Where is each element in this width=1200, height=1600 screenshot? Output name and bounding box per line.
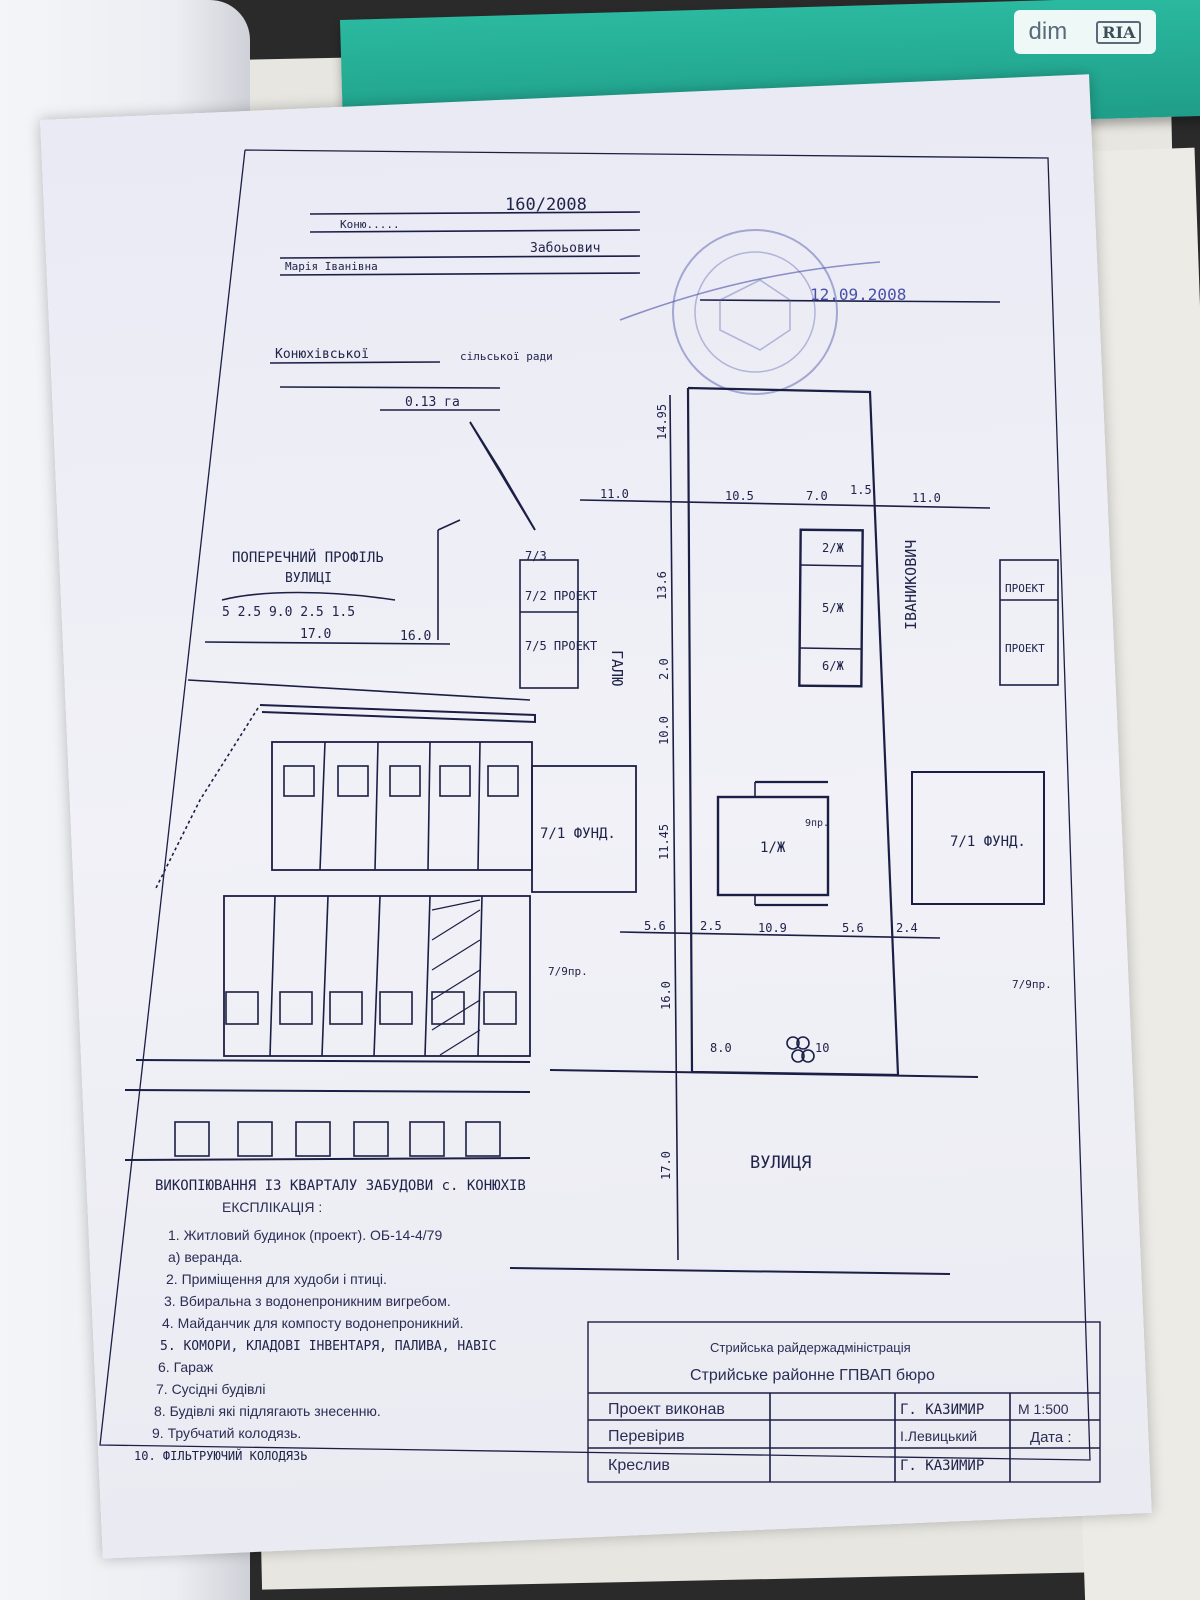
projection-1: 7/2 ПРОЕКТ [525, 589, 597, 603]
main-building-label: 1/Ж [760, 840, 786, 856]
foundation-right: 7/1 ФУНД. [950, 834, 1026, 850]
profile-dims: 5 2.5 9.0 2.5 1.5 [222, 605, 355, 620]
approval-date: 12.09.2008 [810, 285, 906, 304]
council-name: Конюхівської [275, 347, 369, 362]
marker-right: 7/9пр. [1012, 978, 1052, 991]
dim-side: 11.45 [657, 824, 671, 860]
projection-3: 7/3 [525, 549, 547, 563]
building-label: 6/Ж [822, 659, 844, 673]
org-name: Стрийська райдержадміністрація [710, 1340, 911, 1355]
explication-item: а) веранда. [168, 1249, 243, 1265]
date-label: Дата : [1030, 1429, 1072, 1446]
dim-bottom: 5.6 [842, 921, 864, 935]
owner-name-1: Коню..... [340, 218, 400, 231]
scale-label: М 1:500 [1018, 1401, 1069, 1417]
neighbor-left: ГАЛЮ [608, 650, 626, 686]
wells-label: 10 [815, 1041, 829, 1055]
dim-bottom: 2.4 [896, 921, 918, 935]
profile-total-2: 16.0 [400, 629, 431, 644]
plot-number: 160/2008 [505, 195, 587, 215]
bureau-name: Стрийське районне ГПВАП бюро [690, 1367, 935, 1384]
block-title: ВИКОПІЮВАННЯ ІЗ КВАРТАЛУ ЗАБУДОВИ с. КОН… [155, 1178, 526, 1194]
explication-item: 9. Трубчатий колодязь. [152, 1425, 301, 1441]
dimria-logo: dim RIA [1014, 10, 1156, 54]
dim-logo-text: dim [1028, 18, 1068, 45]
explication-item: 5. КОМОРИ, КЛАДОВІ ІНВЕНТАРЯ, ПАЛИВА, НА… [160, 1339, 497, 1354]
explication-item: 6. Гараж [158, 1359, 214, 1375]
dim-side: 17.0 [659, 1151, 673, 1180]
title-person: І.Левицький [900, 1428, 977, 1444]
dim-top: 7.0 [806, 489, 828, 503]
projection-right-2: ПРОЕКТ [1005, 642, 1045, 655]
dim-side: 13.6 [655, 571, 669, 600]
explication-item: 4. Майданчик для компосту водонепроникни… [162, 1315, 463, 1331]
explication-item: 2. Приміщення для худоби і птиці. [166, 1271, 387, 1287]
dim-bottom: 2.5 [700, 919, 722, 933]
dim-top: 11.0 [912, 491, 941, 505]
dim-top: 10.5 [725, 489, 754, 503]
dim-side: 10.0 [657, 716, 671, 745]
explication-item: 7. Сусідні будівлі [156, 1381, 265, 1397]
dim-bottom: 10.9 [758, 921, 787, 935]
profile-title: ПОПЕРЕЧНИЙ ПРОФІЛЬ [232, 548, 384, 566]
well-label: 9пр. [805, 818, 829, 829]
title-person: Г. КАЗИМИР [900, 1402, 984, 1418]
foundation-left: 7/1 ФУНД. [540, 826, 616, 842]
dim-side: 16.0 [659, 981, 673, 1010]
dim-side: 2.0 [657, 658, 671, 680]
explication-item: 10. ФІЛЬТРУЮЧИЙ КОЛОДЯЗЬ [134, 1448, 307, 1463]
title-person: Г. КАЗИМИР [900, 1458, 984, 1474]
explication-item: 3. Вбиральна з водонепроникним вигребом. [164, 1293, 451, 1309]
explication-item: 8. Будівлі які підлягають знесенню. [154, 1403, 381, 1419]
title-role: Проект виконав [608, 1401, 725, 1418]
dim-top: 11.0 [600, 487, 629, 501]
plot-area: 0.13 га [405, 395, 460, 410]
projection-2: 7/5 ПРОЕКТ [525, 639, 597, 653]
dim-plot-bottom: 8.0 [710, 1041, 732, 1055]
dim-bottom: 5.6 [644, 919, 666, 933]
ria-logo-text: RIA [1096, 20, 1142, 44]
dim-top: 1.5 [850, 483, 872, 497]
title-role: Креслив [608, 1457, 670, 1474]
council-suffix: сільської ради [460, 350, 553, 363]
building-label: 5/Ж [822, 601, 844, 615]
projection-right-1: ПРОЕКТ [1005, 582, 1045, 595]
owner-name-2: Забоьович [530, 241, 600, 256]
street-label: ВУЛИЦЯ [750, 1153, 811, 1173]
marker-left: 7/9пр. [548, 965, 588, 978]
explication-title: ЕКСПЛІКАЦІЯ : [222, 1199, 322, 1215]
owner-given-name: Марія Іванівна [285, 260, 378, 273]
profile-title-2: ВУЛИЦІ [285, 571, 332, 586]
profile-total-1: 17.0 [300, 627, 331, 642]
dim-side: 14.95 [655, 404, 669, 440]
neighbor-right: ІВАНИКОВИЧ [902, 540, 920, 630]
title-role: Перевірив [608, 1428, 685, 1445]
explication-item: 1. Житловий будинок (проект). ОБ-14-4/79 [168, 1227, 442, 1243]
building-label: 2/Ж [822, 541, 844, 555]
